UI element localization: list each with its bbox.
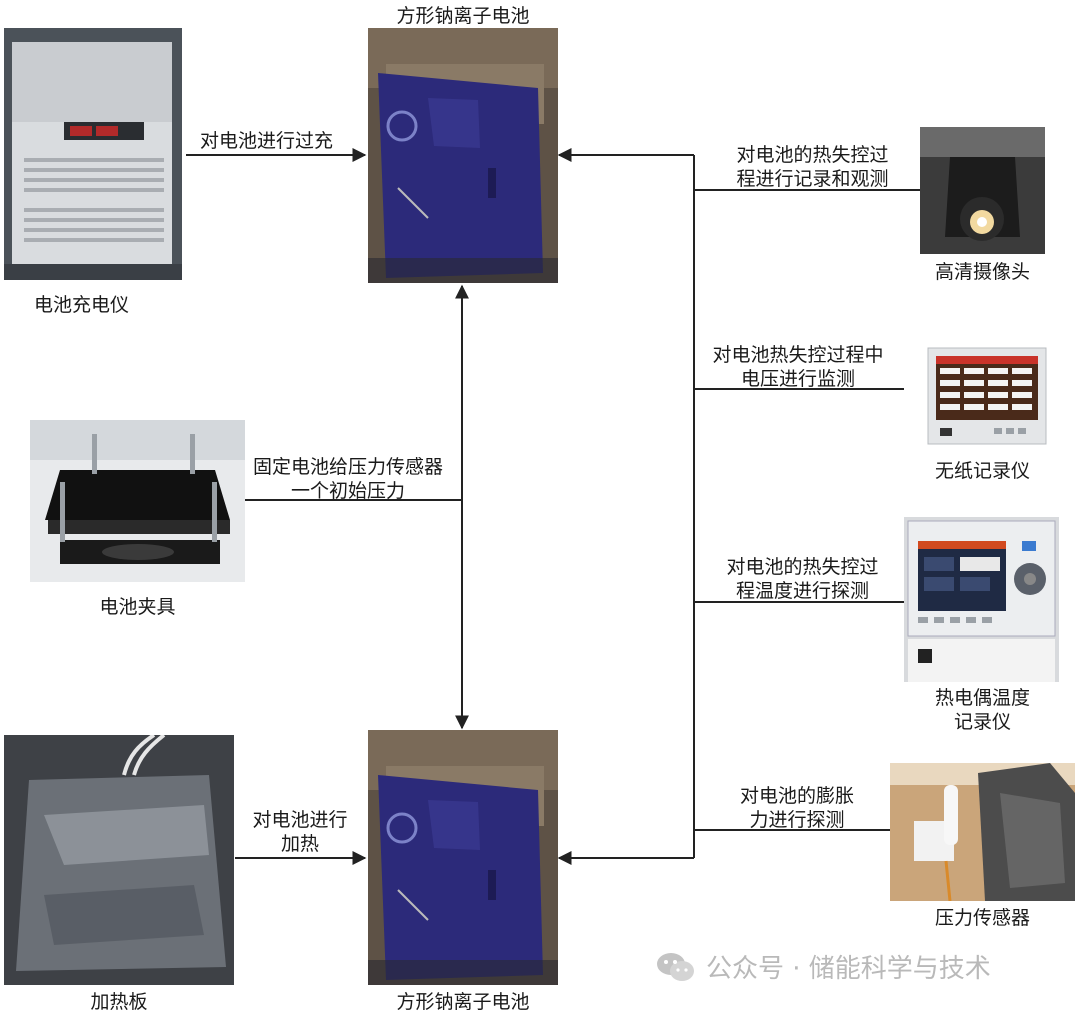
battery-bottom-label: 方形钠离子电池 — [396, 991, 530, 1012]
edge-camera-label-1: 对电池的热失控过 — [736, 144, 889, 166]
edge-heat-label-2: 加热 — [280, 833, 319, 855]
edge-temp-label-1: 对电池的热失控过 — [726, 556, 879, 578]
edge-voltage-label-2: 电压进行监测 — [740, 368, 855, 390]
thermo-label-2: 记录仪 — [953, 711, 1011, 733]
watermark-text: 公众号 · 储能科学与技术 — [706, 954, 991, 984]
edge-temp-label-2: 程温度进行探测 — [735, 580, 869, 602]
prismatic-battery-icon — [368, 730, 558, 985]
prismatic-battery-icon — [368, 28, 558, 283]
watermark: 公众号 · 储能科学与技术 — [656, 948, 991, 985]
edge-clamp-label-1: 固定电池给压力传感器 — [252, 456, 443, 478]
edge-overcharge-label: 对电池进行过充 — [200, 130, 334, 152]
sensor-label: 压力传感器 — [934, 907, 1030, 929]
wechat-icon — [657, 952, 694, 981]
thermocouple-recorder-icon — [904, 517, 1059, 682]
thermo-label-1: 热电偶温度 — [934, 687, 1030, 709]
heating-plate-icon — [4, 735, 234, 985]
clamp-label: 电池夹具 — [99, 596, 176, 618]
edge-clamp-label-2: 一个初始压力 — [290, 480, 405, 502]
camera-label: 高清摄像头 — [934, 261, 1030, 283]
charger-label: 电池充电仪 — [34, 294, 130, 316]
hd-camera-icon — [920, 127, 1045, 254]
edge-swell-label-2: 力进行探测 — [749, 809, 845, 831]
heater-label: 加热板 — [90, 991, 148, 1012]
battery-charger-icon — [4, 28, 182, 280]
recorder-label: 无纸记录仪 — [934, 460, 1030, 482]
edge-swell-label-1: 对电池的膨胀 — [739, 785, 854, 807]
battery-clamp-icon — [30, 420, 245, 582]
edge-camera-label-2: 程进行记录和观测 — [736, 168, 889, 190]
edge-heat-label-1: 对电池进行 — [252, 809, 348, 831]
battery-top-label: 方形钠离子电池 — [396, 5, 530, 27]
pressure-sensor-icon — [890, 763, 1075, 901]
edge-voltage-label-1: 对电池热失控过程中 — [712, 344, 884, 366]
paperless-recorder-icon — [904, 340, 1062, 450]
